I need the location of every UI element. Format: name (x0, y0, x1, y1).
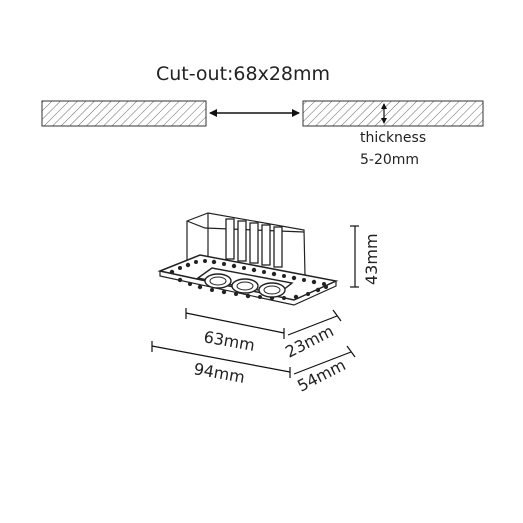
height-label: 43mm (362, 233, 381, 285)
fixture-drawing (157, 212, 339, 306)
thickness-range: 5-20mm (360, 152, 419, 168)
ceiling-panel-right (302, 100, 484, 127)
inner-width-dimension (287, 309, 342, 336)
ceiling-panel-left (41, 100, 207, 127)
heat-sink-fins (225, 218, 283, 268)
flange-perforations (169, 259, 328, 301)
inner-length-label: 63mm (202, 327, 256, 355)
outer-width-dimension (293, 345, 356, 375)
thickness-label: thickness (360, 130, 426, 146)
outer-length-label: 94mm (192, 359, 246, 387)
lens-array (204, 273, 286, 298)
outer-length-dimension (151, 341, 291, 378)
outer-width-label: 54mm (294, 355, 349, 395)
cutout-label: Cut-out:68x28mm (156, 63, 330, 85)
height-dimension (350, 225, 359, 288)
inner-length-dimension (185, 308, 285, 339)
